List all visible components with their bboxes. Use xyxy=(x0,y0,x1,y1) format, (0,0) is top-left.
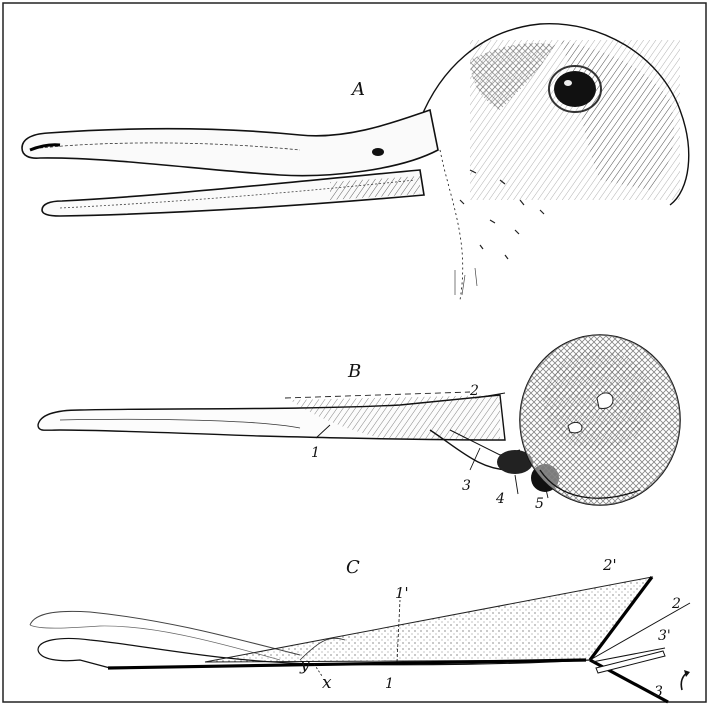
upper-beak xyxy=(22,110,438,176)
callout-b-5: 5 xyxy=(535,496,544,512)
panel-c-label: C xyxy=(346,557,360,578)
panel-a: A xyxy=(22,24,689,300)
callout-b-4: 4 xyxy=(495,491,505,507)
eye-icon xyxy=(554,71,596,107)
callout-c-2prime: 2' xyxy=(602,556,617,574)
bird-head xyxy=(420,24,689,300)
beak-outline-upper xyxy=(30,611,300,655)
panel-a-label: A xyxy=(350,79,365,100)
callout-c-1prime: 1' xyxy=(395,584,409,602)
panel-b-label: B xyxy=(347,361,361,382)
cranium xyxy=(520,335,680,505)
stippled-ramus xyxy=(205,577,652,662)
panel-c: C 1' 2' 2 3' 1 3 x y xyxy=(30,556,690,702)
callout-c-x: x xyxy=(322,673,332,693)
callout-c-1: 1 xyxy=(385,676,394,692)
callout-b-3: 3 xyxy=(462,478,471,494)
callout-b-2: 2 xyxy=(469,383,479,399)
callout-c-3prime: 3' xyxy=(658,628,671,644)
callout-c-y: y xyxy=(299,655,310,675)
callout-b-1: 1 xyxy=(311,445,320,461)
panel-b: B 1 2 3 4 5 xyxy=(38,335,680,512)
callout-c-2: 2 xyxy=(671,596,681,612)
callout-c-3: 3 xyxy=(654,684,663,700)
